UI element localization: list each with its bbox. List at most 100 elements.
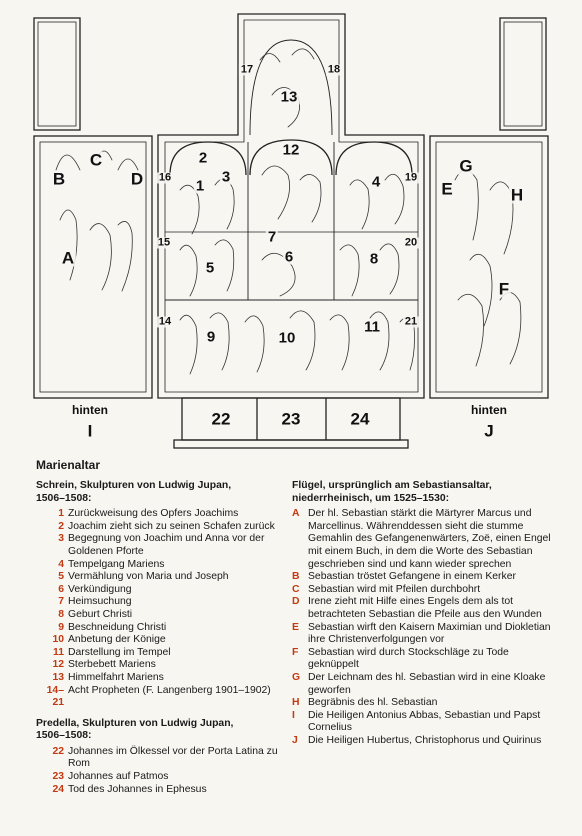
list-item-number: 14–21 xyxy=(46,684,64,709)
wing-letter-h: H xyxy=(508,185,526,205)
list-item: 24 Tod des Johannes in Ephesus xyxy=(36,784,284,797)
list-item-text: Irene zieht mit Hilfe eines Engels dem a… xyxy=(308,596,542,620)
list-item: B Sebastian tröstet Gefangene in einem Ke… xyxy=(292,571,552,584)
wing-letter-a: A xyxy=(59,248,77,268)
fluegel-heading: Flügel, ursprünglich am Sebastiansaltar,… xyxy=(292,480,492,504)
list-item-text: Geburt Christi xyxy=(68,608,133,620)
list-item-text: Himmelfahrt Mariens xyxy=(68,671,164,683)
list-item-number: E xyxy=(292,621,299,633)
wing-letter-d: D xyxy=(128,169,146,189)
list-item: D Irene zieht mit Hilfe eines Engels dem … xyxy=(292,596,552,621)
panel-label-7: 7 xyxy=(265,228,279,246)
panel-label-3: 3 xyxy=(219,168,233,186)
wing-letter-c: C xyxy=(87,150,105,170)
left-back-caption: hinten xyxy=(72,403,108,417)
prophet-label-21: 21 xyxy=(402,315,420,328)
list-item-text: Beschneidung Christi xyxy=(68,621,167,633)
list-item-number: 7 xyxy=(58,596,64,608)
list-item-text: Sterbebett Mariens xyxy=(68,659,156,671)
left-back-letter: I xyxy=(87,421,93,441)
wing-letter-f: F xyxy=(496,279,512,299)
list-item-number: 2 xyxy=(58,520,64,532)
list-item-number: 11 xyxy=(53,646,64,658)
list-item-text: Tempelgang Mariens xyxy=(68,558,165,570)
predella-label-23: 23 xyxy=(281,409,301,429)
panel-label-13: 13 xyxy=(278,88,300,106)
list-item-text: Begegnung von Joachim und Anna vor der G… xyxy=(68,533,265,557)
legend-right-column: Flügel, ursprünglich am Sebastiansaltar,… xyxy=(292,480,552,747)
predella-label-22: 22 xyxy=(211,409,231,429)
list-item-number: J xyxy=(292,734,298,746)
list-item: 2 Joachim zieht sich zu seinen Schafen zu… xyxy=(36,521,284,534)
prophet-label-19: 19 xyxy=(402,171,420,184)
list-item-number: 3 xyxy=(58,533,64,545)
list-item-text: Zurückweisung des Opfers Joachims xyxy=(68,508,239,520)
shrine-frame xyxy=(157,13,425,399)
list-item-text: Vermählung von Maria und Joseph xyxy=(68,571,229,583)
legend-left-column: Schrein, Skulpturen von Ludwig Jupan, 15… xyxy=(36,480,284,796)
predella-label-24: 24 xyxy=(350,409,370,429)
list-item-number: 23 xyxy=(52,771,64,783)
panel-label-8: 8 xyxy=(367,250,381,268)
list-item: 3 Begegnung von Joachim und Anna vor der … xyxy=(36,533,284,558)
list-item: 6 Verkündigung xyxy=(36,584,284,597)
list-item-number: 12 xyxy=(52,659,64,671)
list-item: 7 Heimsuchung xyxy=(36,596,284,609)
altar-drawing xyxy=(33,13,549,449)
list-item-number: 1 xyxy=(58,508,64,520)
panel-label-1: 1 xyxy=(193,177,207,195)
list-item-text: Sebastian tröstet Gefangene in einem Ker… xyxy=(308,571,516,583)
panel-label-4: 4 xyxy=(369,173,383,191)
prophet-label-15: 15 xyxy=(155,236,173,249)
list-item: 12 Sterbebett Mariens xyxy=(36,659,284,672)
prophet-label-16: 16 xyxy=(156,171,174,184)
legend: Marienaltar Schrein, Skulpturen von Ludw… xyxy=(0,458,582,836)
list-item-number: D xyxy=(292,596,300,608)
list-item-text: Der Leichnam des hl. Sebastian wird in e… xyxy=(308,671,546,696)
list-item: A Der hl. Sebastian stärkt die Märtyrer M… xyxy=(292,508,552,571)
schrein-heading: Schrein, Skulpturen von Ludwig Jupan, 15… xyxy=(36,480,232,504)
list-item-number: B xyxy=(292,571,300,583)
list-item-number: I xyxy=(292,709,295,721)
prophet-label-20: 20 xyxy=(402,236,420,249)
prophet-label-14: 14 xyxy=(156,315,174,328)
altar-diagram: 1 2 3 4 5 6 7 8 9 10 11 12 13 14 15 16 1… xyxy=(33,13,549,449)
list-item-number: 22 xyxy=(52,745,64,757)
list-item-number: A xyxy=(292,508,300,520)
list-item-number: H xyxy=(292,697,300,709)
list-item: 1 Zurückweisung des Opfers Joachims xyxy=(36,508,284,521)
list-item-number: C xyxy=(292,583,300,595)
right-back-letter: J xyxy=(484,421,494,441)
left-wing-frame xyxy=(33,135,153,399)
list-item-text: Heimsuchung xyxy=(68,596,132,608)
list-item-number: 6 xyxy=(58,583,64,595)
list-item-number: F xyxy=(292,646,299,658)
list-item: 4 Tempelgang Mariens xyxy=(36,559,284,572)
list-item-text: Der hl. Sebastian stärkt die Märtyrer Ma… xyxy=(308,508,551,570)
list-item-number: 24 xyxy=(52,783,64,795)
relief-figures xyxy=(55,48,522,375)
list-item: E Sebastian wirft den Kaisern Maximian un… xyxy=(292,622,552,647)
list-item: J Die Heiligen Hubertus, Christophorus un… xyxy=(292,735,552,748)
predella-heading: Predella, Skulpturen von Ludwig Jupan, 1… xyxy=(36,717,234,742)
list-item-text: Verkündigung xyxy=(68,583,132,595)
list-item-text: Begräbnis des hl. Sebastian xyxy=(308,697,438,709)
list-item-text: Die Heiligen Hubertus, Christophorus und… xyxy=(308,734,542,746)
panel-label-5: 5 xyxy=(203,259,217,277)
list-item-text: Tod des Johannes in Ephesus xyxy=(68,783,207,795)
list-item-text: Sebastian wirft den Kaisern Maximian und… xyxy=(308,621,551,646)
page-title: Marienaltar xyxy=(36,458,101,472)
list-item-text: Anbetung der Könige xyxy=(68,634,166,646)
list-item-text: Die Heiligen Antonius Abbas, Sebastian u… xyxy=(308,709,541,734)
list-item-number: 4 xyxy=(58,558,64,570)
panel-label-2: 2 xyxy=(196,149,210,167)
list-item-number: 13 xyxy=(52,671,64,683)
list-item-text: Acht Propheten (F. Langenberg 1901–1902) xyxy=(68,684,271,696)
list-item-text: Joachim zieht sich zu seinen Schafen zur… xyxy=(68,520,275,532)
